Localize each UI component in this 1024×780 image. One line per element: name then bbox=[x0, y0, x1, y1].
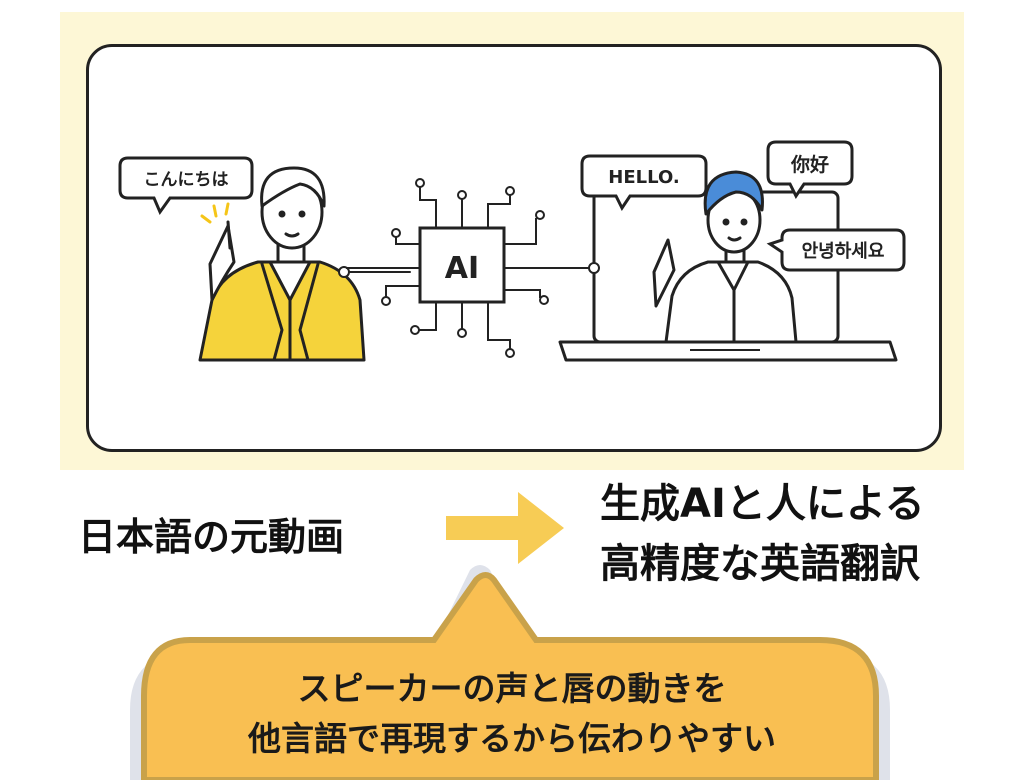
callout-text: スピーカーの声と唇の動きを 他言語で再現するから伝わりやすい bbox=[140, 664, 884, 764]
ai-chip bbox=[346, 178, 594, 358]
chinese-greeting-text: 你好 bbox=[790, 153, 829, 176]
callout-line-2: 他言語で再現するから伝わりやすい bbox=[248, 719, 776, 758]
japanese-greeting-text: こんにちは bbox=[144, 170, 229, 190]
translation-caption: 生成AIと人による 高精度な英語翻訳 bbox=[600, 474, 1000, 594]
translation-caption-line-2: 高精度な英語翻訳 bbox=[600, 541, 920, 587]
callout-bubble bbox=[130, 565, 890, 780]
right-arrow-icon bbox=[446, 492, 564, 564]
english-speech-bubble: HELLO. bbox=[580, 154, 708, 211]
japanese-speech-bubble: こんにちは bbox=[118, 156, 254, 216]
translated-speaker bbox=[652, 170, 798, 344]
ai-chip-label: AI bbox=[445, 251, 479, 286]
source-video-caption: 日本語の元動画 bbox=[78, 515, 345, 559]
translation-caption-line-1: 生成AIと人による bbox=[600, 481, 925, 527]
english-greeting-text: HELLO. bbox=[608, 167, 679, 188]
japanese-speaker bbox=[198, 166, 411, 362]
korean-speech-bubble: 안녕하세요 bbox=[766, 228, 906, 272]
callout-line-1: スピーカーの声と唇の動きを bbox=[297, 669, 727, 708]
chinese-speech-bubble: 你好 bbox=[766, 140, 854, 199]
korean-greeting-text: 안녕하세요 bbox=[802, 241, 885, 262]
